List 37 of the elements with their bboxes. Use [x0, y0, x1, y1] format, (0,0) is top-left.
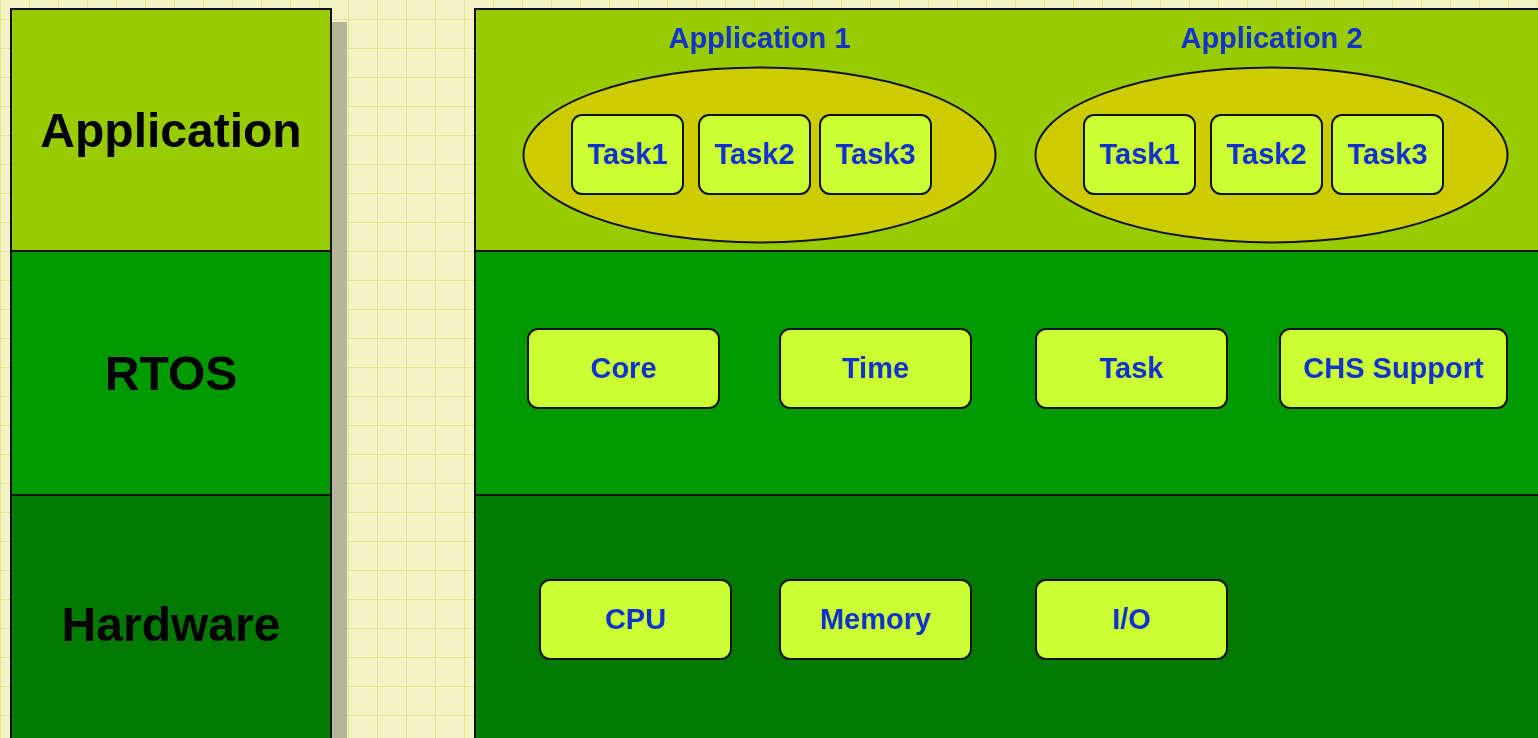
module-box [779, 328, 972, 409]
layer-label-band [10, 250, 332, 496]
module-label: Task3 [835, 138, 916, 171]
module-box [539, 579, 732, 660]
module-label: Task3 [1347, 138, 1428, 171]
module-label: Task2 [714, 138, 795, 171]
module-box [1331, 114, 1444, 195]
module-label: Task [1099, 352, 1164, 385]
application-heading: Application 1 [667, 22, 852, 55]
module-box [1279, 328, 1508, 409]
module-label: Task1 [587, 138, 668, 171]
module-label: Time [841, 352, 910, 385]
layer-label-band [10, 494, 332, 738]
module-box [698, 114, 811, 195]
module-label: CPU [604, 603, 667, 636]
layer-panel [474, 8, 1538, 252]
module-label: I/O [1112, 603, 1151, 636]
layer-panel [474, 494, 1538, 738]
module-label: CHS Support [1303, 352, 1484, 385]
layer-title: Hardware [61, 596, 281, 652]
module-box [1035, 328, 1228, 409]
module-box [527, 328, 720, 409]
module-label: Memory [819, 603, 932, 636]
layer-label-band [10, 8, 332, 252]
module-box [779, 579, 972, 660]
module-box [819, 114, 932, 195]
module-label: Task1 [1099, 138, 1180, 171]
layer-title: Application [40, 102, 302, 158]
application-heading: Application 2 [1179, 22, 1364, 55]
module-box [1210, 114, 1323, 195]
module-box [571, 114, 684, 195]
layer-title: RTOS [104, 345, 238, 401]
module-label: Core [590, 352, 657, 385]
layer-panel [474, 250, 1538, 496]
module-box [1083, 114, 1196, 195]
module-box [1035, 579, 1228, 660]
module-label: Task2 [1226, 138, 1307, 171]
